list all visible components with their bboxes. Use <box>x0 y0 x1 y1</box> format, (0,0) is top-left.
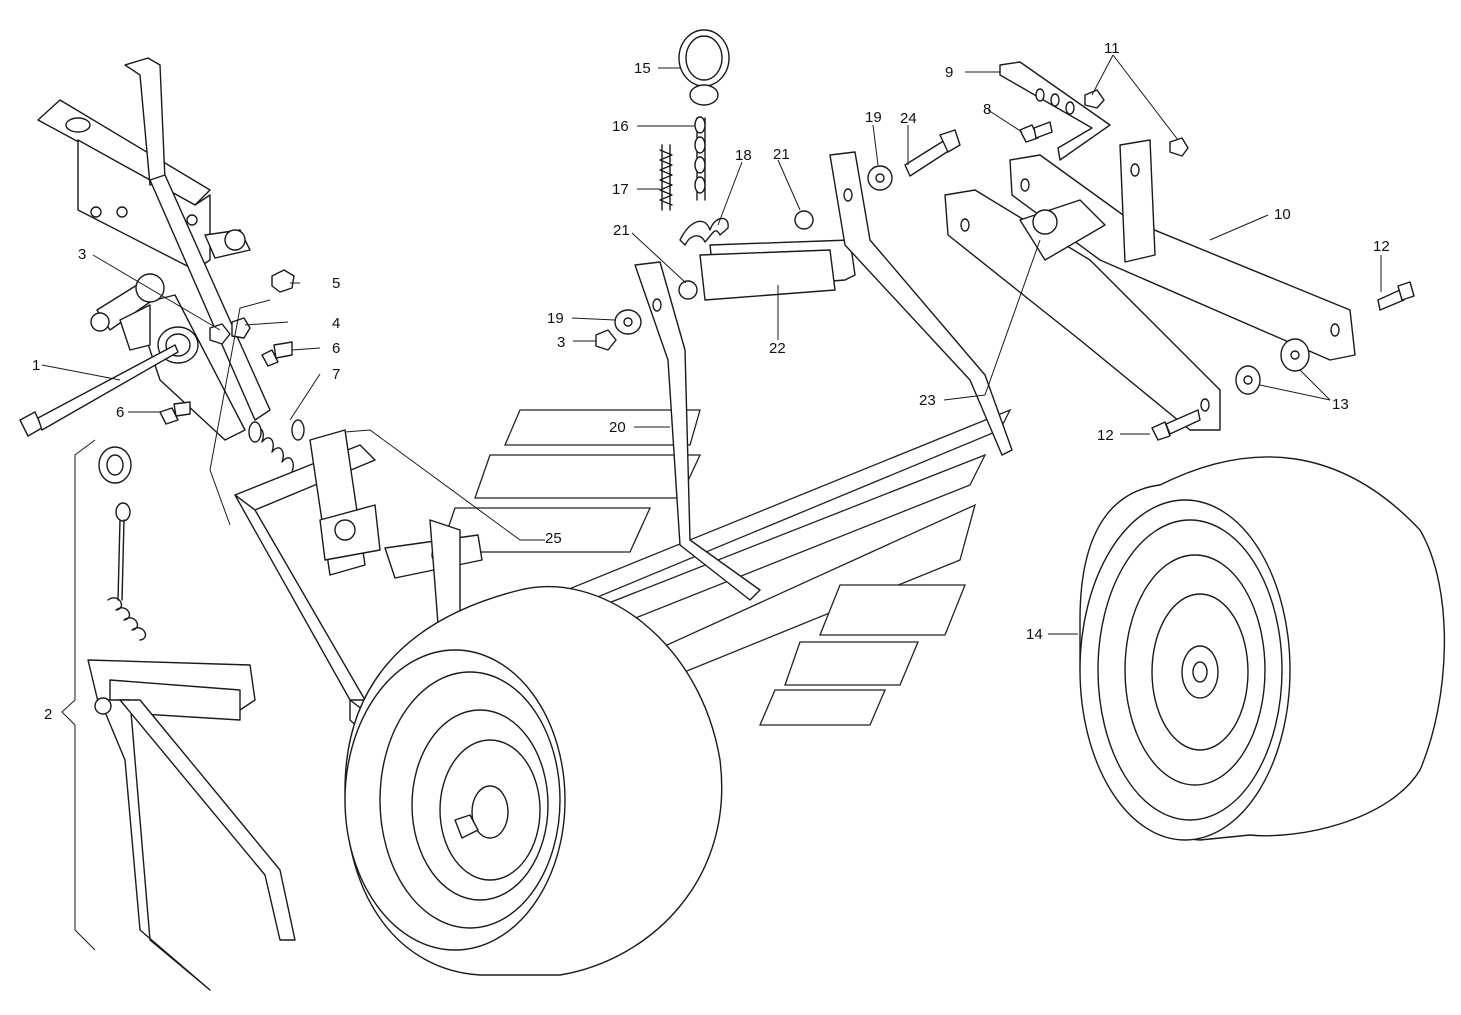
callout-12-lower: 12 <box>1097 427 1114 444</box>
callout-7: 7 <box>332 366 340 383</box>
nut-11-lower <box>1169 137 1189 157</box>
bolt-8 <box>1019 121 1053 143</box>
callout-labels: 1 2 3 3 4 5 6 6 7 8 9 10 11 12 12 13 14 … <box>32 40 1390 723</box>
bracket-line-2 <box>61 439 96 951</box>
bolt-6-upper <box>261 341 293 367</box>
coulter-assembly-2 <box>87 446 296 991</box>
frame-10 <box>944 139 1356 431</box>
bolt-12-lower <box>1151 409 1201 441</box>
callout-16: 16 <box>612 118 629 135</box>
callout-18: 18 <box>735 147 752 164</box>
callout-21-upper: 21 <box>773 146 790 163</box>
callout-1: 1 <box>32 357 40 374</box>
nut-4 <box>231 317 251 339</box>
hook-18 <box>679 217 729 246</box>
callout-9: 9 <box>945 64 953 81</box>
bolt-1 <box>19 344 179 437</box>
callout-3-center: 3 <box>557 334 565 351</box>
nut-3-center <box>595 329 617 351</box>
bolt-24 <box>904 129 961 177</box>
callout-21-lower: 21 <box>613 222 630 239</box>
nut-11-upper <box>1084 89 1105 109</box>
callout-20: 20 <box>609 419 626 436</box>
nut-5 <box>271 269 295 293</box>
spring-17 <box>659 144 673 211</box>
callout-4: 4 <box>332 315 340 332</box>
callout-15: 15 <box>634 60 651 77</box>
callout-19-left: 19 <box>547 310 564 327</box>
front-wheel <box>344 585 723 976</box>
callout-23: 23 <box>919 392 936 409</box>
spacer-21-lower <box>678 280 698 300</box>
callout-19-right: 19 <box>865 109 882 126</box>
ring-15 <box>678 29 730 106</box>
washer-19-left <box>614 309 642 335</box>
callout-10: 10 <box>1274 206 1291 223</box>
bolt-6-lower <box>159 401 191 425</box>
callout-5: 5 <box>332 275 340 292</box>
spacer-21-upper <box>794 210 814 230</box>
clamp-plates-22 <box>699 239 856 301</box>
callout-17: 17 <box>612 181 629 198</box>
washer-19-right <box>867 165 893 191</box>
tine-23 <box>829 151 1013 456</box>
mounting-bracket <box>37 57 271 441</box>
callout-3-left: 3 <box>78 246 86 263</box>
tine-20 <box>634 261 761 601</box>
callout-13: 13 <box>1332 396 1349 413</box>
nut-3 <box>209 323 231 345</box>
callout-6-upper: 6 <box>332 340 340 357</box>
spring-7 <box>248 419 305 473</box>
callout-11: 11 <box>1104 40 1120 57</box>
bolt-12-upper <box>1377 281 1415 311</box>
callout-6-lower: 6 <box>116 404 124 421</box>
callout-22: 22 <box>769 340 786 357</box>
callout-25: 25 <box>545 530 562 547</box>
callout-2: 2 <box>44 706 52 723</box>
callout-12-upper: 12 <box>1373 238 1390 255</box>
leader-lines <box>41 54 1382 635</box>
rear-wheel-14 <box>1079 456 1446 841</box>
washers-13 <box>1235 338 1310 395</box>
callout-14: 14 <box>1026 626 1043 643</box>
callout-8: 8 <box>983 101 991 118</box>
chain-16 <box>694 116 706 201</box>
bracket-9 <box>999 61 1111 161</box>
callout-24: 24 <box>900 110 917 127</box>
